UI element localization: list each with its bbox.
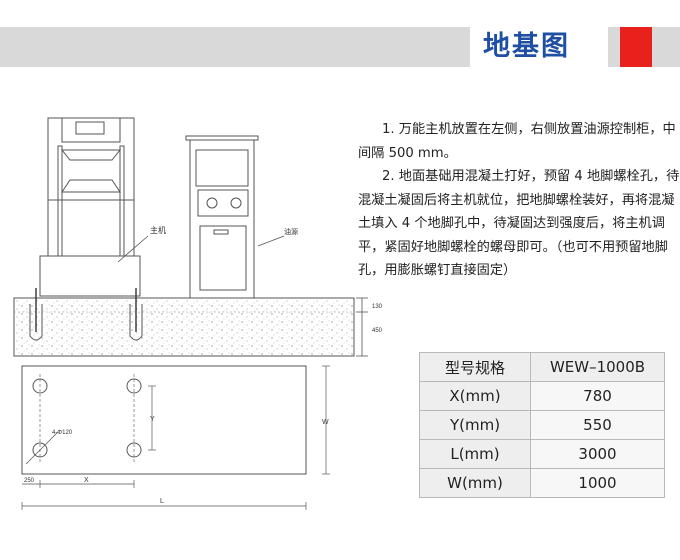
host-label: 主机 [150,225,166,235]
depth-dimensions [356,297,368,357]
dim-y: Y [150,416,155,423]
spec-table: 型号规格 WEW–1000B X(mm) 780 Y(mm) 550 L(mm)… [419,352,665,498]
table-row: W(mm) 1000 [419,468,665,498]
row-label: W(mm) [419,468,531,498]
installation-notes: 1. 万能主机放置在左侧，右侧放置油源控制柜，中间隔 500 mm。 2. 地面… [358,118,680,283]
row-value: 550 [530,410,665,440]
row-value: 1000 [530,468,665,498]
table-row: Y(mm) 550 [419,410,665,440]
title-panel [470,27,608,67]
dim-edge: 250 [24,478,35,484]
accent-block [620,27,652,67]
control-cabinet [185,135,259,299]
dim-hole: 4-Φ120 [52,430,73,436]
header-cell: WEW–1000B [530,352,665,382]
note-1: 1. 万能主机放置在左侧，右侧放置油源控制柜，中间隔 500 mm。 [358,122,676,161]
dim-depth: 450 [372,328,383,334]
table-row: L(mm) 3000 [419,439,665,469]
row-label: L(mm) [419,439,531,469]
dim-x: X [84,477,89,484]
page-title: 地基图 [483,31,570,62]
dim-l: L [160,498,164,505]
plan-dimensions [21,365,330,510]
row-value: 780 [530,381,665,411]
row-label: Y(mm) [419,410,531,440]
dim-top: 130 [372,304,383,310]
note-2: 2. 地面基础用混凝土打好，预留 4 地脚螺栓孔，待混凝土凝固后将主机就位，把地… [358,169,680,278]
host-machine [39,117,141,297]
table-row: X(mm) 780 [419,381,665,411]
row-label: X(mm) [419,381,531,411]
console-label: 油源 [284,227,298,236]
row-value: 3000 [530,439,665,469]
table-header-row: 型号规格 WEW–1000B [419,352,665,382]
dim-w: W [322,419,329,426]
header-cell: 型号规格 [419,352,531,382]
plan-view [21,365,307,475]
ground-slab [13,288,355,357]
